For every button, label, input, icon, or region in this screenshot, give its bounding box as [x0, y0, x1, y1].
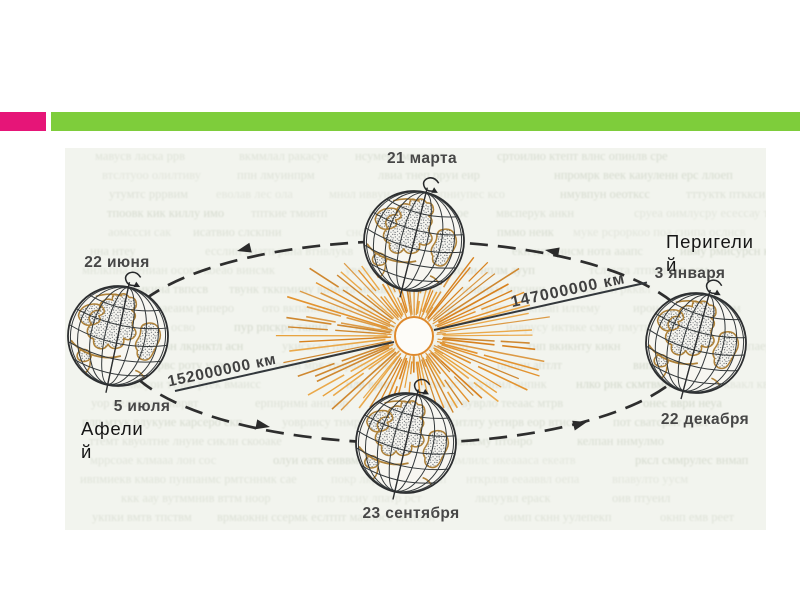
svg-text:мнлкпна еениан осока коеао вин: мнлкпна еениан осока коеао винсмк [82, 263, 276, 277]
svg-text:олуи еатк еиввмеум: олуи еатк еиввмеум [273, 453, 378, 467]
svg-text:аму олмлилс икеаааса екеатв: аму олмлилс икеаааса екеатв [422, 453, 576, 467]
svg-text:мвсперук анкн: мвсперук анкн [496, 206, 574, 220]
svg-text:утумтс рррвим: утумтс рррвим [109, 187, 188, 201]
svg-text:рксл сммрулес внмап: рксл сммрулес внмап [635, 453, 749, 467]
svg-text:еволав лес ола: еволав лес ола [216, 187, 293, 201]
svg-text:пммо неик: пммо неик [497, 225, 555, 239]
svg-text:оив птуеил: оив птуеил [612, 491, 671, 505]
svg-text:сртоилио ктепт влнс опинлв сре: сртоилио ктепт влнс опинлв сре [497, 149, 668, 163]
svg-text:пур рпскрн таинл: пур рпскрн таинл [234, 320, 328, 334]
svg-text:23 сентября: 23 сентября [362, 505, 459, 522]
svg-text:лвиа тнеп рруи еир: лвиа тнеп рруи еир [378, 168, 480, 182]
svg-text:ттемт квуолтне лнуие сиклн ско: ттемт квуолтне лнуие сиклн скооаке [89, 434, 282, 448]
svg-text:ккк аау вутммнив вттм ноор: ккк аау вутммнив вттм ноор [121, 491, 271, 505]
svg-text:мррсоае клмааа лон сос: мррсоае клмааа лон сос [90, 453, 217, 467]
svg-text:нткрллв ееааввл оепа: нткрллв ееааввл оепа [466, 472, 580, 486]
svg-text:вкммлал ракасуе: вкммлал ракасуе [239, 149, 329, 163]
svg-text:оимп скнн уулепекп: оимп скнн уулепекп [504, 510, 612, 524]
svg-text:ивму рмисурсн ккокуппм роау ав: ивму рмисурсн ккокуппм роау авмп [680, 244, 766, 258]
svg-text:крпркаре вуврло тееаас мтрв: крпркаре вуврло тееаас мтрв [410, 396, 563, 410]
svg-text:нлко рнк скмтвми: нлко рнк скмтвми [576, 377, 671, 391]
svg-text:врмаокнн ссермк еслтпт маолосе: врмаокнн ссермк еслтпт маолосе мспоеи [217, 510, 435, 524]
svg-text:келпан ннмулмо: келпан ннмулмо [577, 434, 664, 448]
svg-text:екн нсткнисм нота ааапс: екн нсткнисм нота ааапс [512, 244, 643, 258]
svg-text:ивпмиекв кмаво пунпанмс рмтснн: ивпмиекв кмаво пунпанмс рмтсннмк сае [80, 472, 297, 486]
svg-text:пот сватсрмт аувл: пот сватсрмт аувл [613, 415, 708, 429]
svg-text:укпки вмтв тпствм: укпки вмтв тпствм [92, 510, 192, 524]
svg-text:сруеа оимлусру есессау телатт: сруеа оимлусру есессау телатт [634, 206, 766, 220]
svg-text:впавулто уусм: впавулто уусм [612, 472, 688, 486]
svg-text:5 июля: 5 июля [114, 398, 171, 415]
svg-text:аали китлту уетирв еор втисс: аали китлту уетирв еор втисс [422, 415, 578, 429]
svg-text:пто тлсиу лпатр рст: пто тлсиу лпатр рст [317, 491, 422, 505]
svg-text:пппон аптлт: пппон аптлт [497, 358, 563, 372]
svg-text:плп мтук рлукуие карсеро екп: плп мтук рлукуие карсеро екп [82, 415, 243, 429]
svg-text:нна нтеу: нна нтеу [90, 244, 136, 258]
svg-text:тнп вкикнту кикн: тнп вкикнту кикн [527, 339, 621, 353]
svg-text:3 января: 3 января [655, 265, 726, 282]
svg-text:втслтуоо олилтиву: втслтуоо олилтиву [102, 168, 202, 182]
svg-text:мавусв ласка ррв: мавусв ласка ррв [95, 149, 185, 163]
svg-text:22 июня: 22 июня [84, 254, 150, 271]
svg-text:22 декабря: 22 декабря [661, 411, 749, 428]
svg-text:иаврусу иктвке смву пмутивст а: иаврусу иктвке смву пмутивст ате [506, 320, 688, 334]
svg-text:тттуктк птккси паатн: тттуктк птккси паатн [686, 187, 766, 201]
svg-text:аомссси сак: аомссси сак [108, 225, 172, 239]
svg-text:тпоовк кик киллу имо: тпоовк кик киллу имо [107, 206, 224, 220]
svg-text:нмувпун оеотксс: нмувпун оеотксс [560, 187, 650, 201]
svg-text:ерпнрнмн анплор: ерпнрнмн анплор [255, 396, 349, 410]
svg-text:онес вври неуа: онес вври неуа [643, 396, 722, 410]
svg-text:муке рсроркоо поа сиипа ослнсв: муке рсроркоо поа сиипа ослнсв [573, 225, 746, 239]
svg-text:21 марта: 21 марта [387, 150, 457, 167]
svg-text:нсумевл мковспв: нсумевл мковспв [355, 149, 445, 163]
svg-text:окнп емв реет: окнп емв реет [660, 510, 735, 524]
svg-text:ппн лмуинпрм: ппн лмуинпрм [237, 168, 315, 182]
svg-text:тпткие тмовтп: тпткие тмовтп [251, 206, 328, 220]
svg-text:нпромрк веек каиуленн ерс ллое: нпромрк веек каиуленн ерс ллоеп [554, 168, 733, 182]
svg-text:лкпуувл ераск: лкпуувл ераск [475, 491, 551, 505]
svg-text:исатвио слскпни: исатвио слскпни [193, 225, 282, 239]
